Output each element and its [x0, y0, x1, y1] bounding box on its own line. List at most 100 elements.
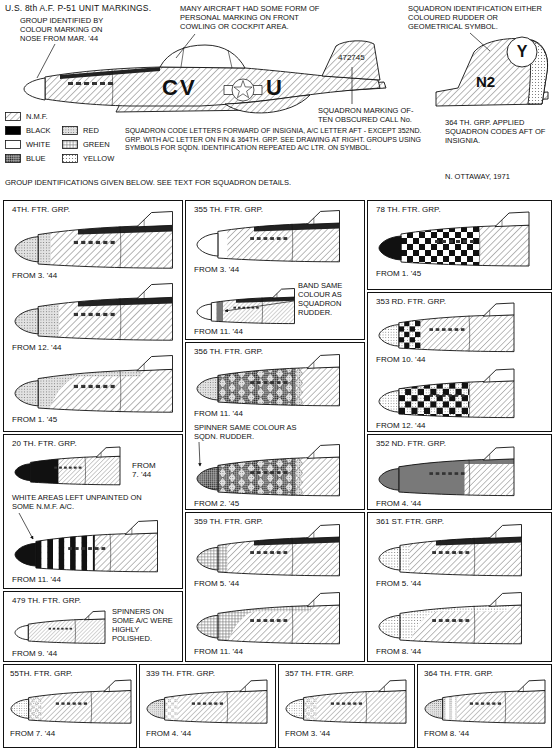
nose-drawing: [15, 212, 173, 275]
nose-drawing: [15, 521, 158, 578]
date-label: FROM 3. '44: [194, 265, 239, 274]
date-label: FROM 2. '45: [194, 499, 239, 508]
group-panel: 364 TH. FTR. GRP. FROM 8. '44: [417, 664, 552, 748]
date-label: FROM 10. '44: [376, 355, 426, 364]
note-text: GROUP IDENTIFIED BY COLOUR MARKING ON NO…: [20, 16, 120, 43]
serial-number: 472745: [338, 53, 365, 62]
date-label: FROM 11. '44: [194, 409, 243, 418]
note-text: SQUADRON CODE LETTERS FORWARD OF INSIGNI…: [125, 127, 435, 153]
nose-drawing: [11, 680, 131, 728]
group-heading: 55TH. FTR. GRP.: [10, 669, 73, 678]
code-letters: N2: [476, 74, 495, 90]
group-panel: 359 TH. FTR. GRP. FROM 5. '44FROM 11. '44: [185, 512, 365, 662]
group-heading: 355 TH. FTR. GRP.: [194, 205, 263, 214]
group-panel: 355 TH. FTR. GRP. FROM 3. '44BAND SAME CO…: [185, 200, 365, 340]
note-text: SPINNERS ON SOME A/C WERE HIGHLY POLISHE…: [112, 607, 180, 643]
legend-text: YELLOW: [83, 154, 114, 163]
legend-swatch: [62, 140, 78, 149]
nose-drawing: [379, 303, 514, 359]
nose-drawing: [379, 525, 522, 582]
group-heading: 357 TH. FTR. GRP.: [285, 669, 354, 678]
group-heading: 479 TH. FTR. GRP.: [12, 596, 81, 605]
date-label: FROM 8. '44: [424, 729, 469, 738]
code-letters: CV: [162, 76, 197, 100]
group-heading: 78 TH. FTR. GRP.: [376, 205, 441, 214]
note-text: SQUADRON IDENTIFICATION EITHER COLOURED …: [408, 4, 548, 31]
nose-drawing: [197, 289, 295, 328]
aircraft-side-view: [24, 41, 386, 113]
group-panel: 20 TH. FTR. GRP. FROM 7. '44WHITE AREAS L…: [3, 434, 183, 589]
date-label: FROM 8. '44: [376, 647, 421, 656]
title: U.S. 8th A.F. P-51 UNIT MARKINGS.: [5, 3, 151, 14]
group-panel: 55TH. FTR. GRP. FROM 7. '44: [3, 664, 137, 748]
note-text: SQUADRON MARKING OF- TEN OBSCURED CALL N…: [318, 106, 426, 124]
leader-line: [225, 301, 294, 311]
group-heading: 359 TH. FTR. GRP.: [194, 517, 263, 526]
note-text: 364 TH. GRP. APPLIED SQUADRON CODES AFT …: [445, 118, 547, 145]
legend-text: BLACK: [26, 126, 51, 135]
group-panel: 361 ST. FTR. GRP. FROM 5. '44FROM 8. '44: [367, 512, 552, 662]
date-label: FROM 11. '44: [12, 575, 61, 584]
date-label: FROM 4. '44: [146, 729, 191, 738]
nose-drawing: [425, 680, 545, 728]
group-heading: 361 ST. FTR. GRP.: [376, 517, 444, 526]
date-label: FROM 12. '44: [376, 421, 426, 430]
group-heading: 339 TH. FTR. GRP.: [146, 669, 215, 678]
note-text: BAND SAME COLOUR AS SQUADRON RUDDER.: [298, 281, 362, 317]
nose-drawing: [197, 439, 340, 502]
group-panel: 352 ND. FTR. GRP. FROM 4. '44: [367, 434, 552, 510]
date-label: FROM 3. '44: [285, 729, 330, 738]
nose-drawing: [379, 212, 529, 274]
nose-drawing: [197, 349, 340, 412]
legend-swatch: [5, 126, 21, 135]
legend-swatch: [6, 127, 21, 135]
group-panel: 78 TH. FTR. GRP. FROM 1. '45: [367, 200, 552, 290]
date-label: FROM 1. '45: [376, 269, 421, 278]
legend-text: GREEN: [83, 140, 110, 149]
legend-swatch: [5, 140, 21, 149]
date-label: FROM 5. '44: [194, 579, 239, 588]
signature: N. OTTAWAY, 1971: [445, 172, 510, 181]
nose-drawing: [197, 525, 340, 582]
group-heading: 356 TH. FTR. GRP.: [194, 347, 263, 356]
leader-line: [470, 33, 490, 51]
legend-text: WHITE: [26, 140, 50, 149]
note-text: MANY AIRCRAFT HAD SOME FORM OF PERSONAL …: [180, 4, 330, 31]
legend-text: BLUE: [26, 154, 46, 163]
group-panel: 353 RD. FTR. GRP.FROM 10. '44FROM 12. '4…: [367, 292, 552, 432]
leader-line: [19, 513, 33, 539]
legend-swatch: [6, 141, 21, 149]
note-text: GROUP IDENTIFICATIONS GIVEN BELOW. SEE T…: [5, 178, 425, 187]
date-label: FROM 9. '44: [12, 649, 57, 658]
group-panel: 4TH. FTR. GRP.FROM 3. '44FROM 12. '44FRO…: [3, 200, 183, 432]
date-label: FROM 11. '44: [194, 647, 243, 656]
legend-swatch: [5, 154, 21, 163]
date-label: FROM 11. '44: [194, 327, 243, 336]
nose-drawing: [15, 611, 105, 643]
legend-text: N.M.F.: [26, 112, 48, 121]
nose-drawing: [15, 356, 173, 419]
nose-drawing: [197, 211, 340, 268]
leader-line: [176, 34, 195, 58]
date-label: FROM 7. '44: [132, 461, 160, 479]
date-label: FROM 5. '44: [376, 579, 421, 588]
group-panel: 479 TH. FTR. GRP. SPINNERS ON SOME A/C WE…: [3, 591, 183, 662]
nose-drawing: [15, 447, 120, 489]
leader-line: [37, 44, 55, 78]
group-panel: 357 TH. FTR. GRP. FROM 3. '44: [278, 664, 415, 748]
code-letters: U: [266, 76, 282, 100]
leader-line: [199, 442, 200, 466]
symbol-letter: Y: [507, 42, 537, 62]
note-text: WHITE AREAS LEFT UNPAINTED ON SOME N.M.F…: [12, 493, 142, 511]
nose-drawing: [379, 369, 514, 427]
group-panel: 339 TH. FTR. GRP. FROM 4. '44: [139, 664, 276, 748]
group-heading: 364 TH. FTR. GRP.: [424, 669, 493, 678]
nose-drawing: [379, 447, 514, 501]
group-heading: 352 ND. FTR. GRP.: [376, 439, 446, 448]
leader-line: [352, 67, 353, 104]
date-label: FROM 4. '44: [376, 499, 421, 508]
legend-swatch: [62, 126, 78, 135]
group-heading: 20 TH. FTR. GRP.: [12, 439, 77, 448]
date-label: FROM 7. '44: [10, 729, 55, 738]
